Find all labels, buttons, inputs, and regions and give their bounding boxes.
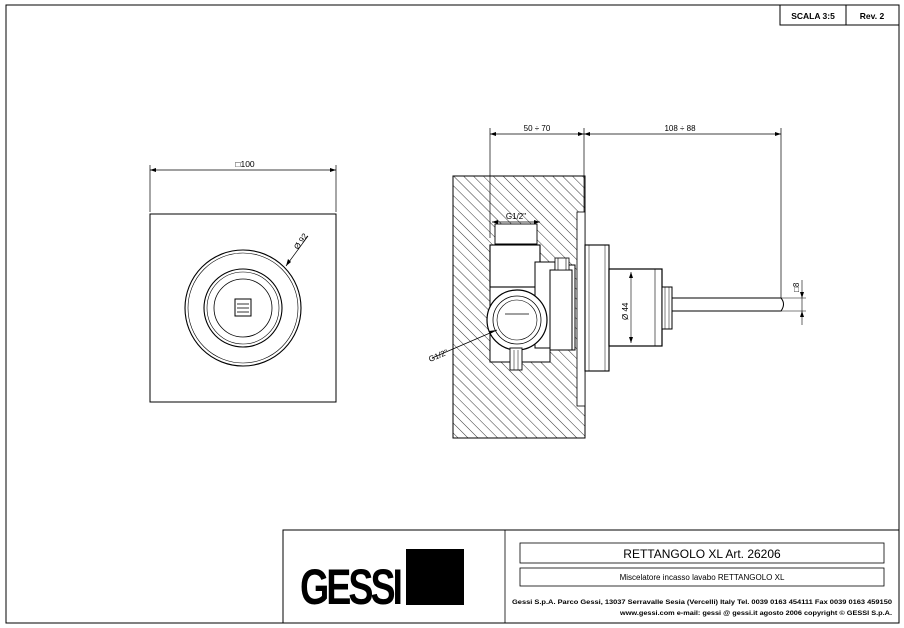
front-plate: [149, 213, 337, 403]
body-diameter-label: Ø 44: [621, 302, 630, 320]
diameter-label: Ø 92: [292, 231, 310, 251]
gessi-logo: GESSI: [300, 559, 401, 615]
product-description: Miscelatore incasso lavabo RETTANGOLO XL: [620, 573, 785, 582]
thread-top-label: G1/2": [506, 212, 526, 221]
company-address: Gessi S.p.A. Parco Gessi, 13037 Serraval…: [512, 599, 893, 606]
spout-square-label: □8: [792, 282, 801, 292]
handle-symbol: [234, 298, 252, 317]
dimension-top-left: 50 ÷ 70: [524, 124, 551, 133]
product-title: RETTANGOLO XL Art. 26206: [623, 547, 781, 561]
revision-label: Rev. 2: [860, 11, 885, 21]
logo-black-square: [406, 549, 464, 605]
front-view: □100 Ø 92: [149, 159, 337, 403]
thread-side-label: G1/2": [427, 348, 449, 364]
dimension-top-right: 108 ÷ 88: [664, 124, 696, 133]
square-dimension-label: □100: [235, 159, 255, 169]
header-block: SCALA 3:5 Rev. 2: [779, 4, 900, 26]
flange-plate: [584, 244, 610, 372]
scale-label: SCALA 3:5: [791, 11, 835, 21]
round-body: [608, 268, 663, 347]
company-contacts: www.gessi.com e-mail: gessi @ gessi.it a…: [619, 609, 892, 617]
title-block: GESSI RETTANGOLO XL Art. 26206 Miscelato…: [282, 529, 900, 624]
section-view: 50 ÷ 70 108 ÷ 88 G1/2" G1/2": [427, 124, 806, 439]
